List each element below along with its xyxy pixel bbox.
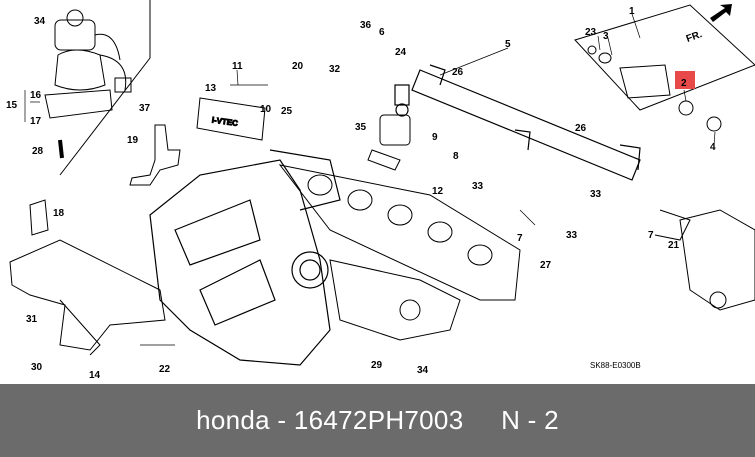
manifold-gasket-12	[278, 164, 521, 301]
callout-34a: 34	[34, 16, 46, 27]
front-direction-label: FR.	[685, 29, 704, 45]
callout-21: 21	[668, 240, 680, 251]
brand-name: honda	[196, 405, 270, 435]
callout-8: 8	[453, 151, 459, 162]
callout-18: 18	[53, 208, 65, 219]
callout-2: 2	[681, 78, 687, 89]
callout-10: 10	[260, 104, 272, 115]
callout-13: 13	[205, 83, 217, 94]
callout-31: 31	[26, 314, 38, 325]
callout-36: 36	[360, 20, 372, 31]
diagram-position: N - 2	[501, 405, 559, 435]
intake-manifold	[149, 149, 341, 366]
callout-14: 14	[89, 370, 101, 381]
callout-5: 5	[505, 39, 511, 50]
part-caption: honda - 16472PH7003 N - 2	[196, 405, 559, 436]
callout-29: 29	[371, 360, 383, 371]
fuel-rail-5	[394, 64, 641, 181]
pressure-regulator	[367, 114, 411, 171]
callout-15: 15	[6, 100, 18, 111]
callout-30: 30	[31, 362, 43, 373]
callout-33a: 33	[472, 181, 484, 192]
callout-37: 37	[139, 103, 151, 114]
callout-22: 22	[159, 364, 171, 375]
part-number: 16472PH7003	[293, 405, 464, 435]
fuel-injector	[574, 4, 755, 132]
callout-1: 1	[629, 6, 635, 17]
callout-33c: 33	[590, 189, 602, 200]
callout-20: 20	[292, 61, 304, 72]
emblem-plate-13: i-VTEC	[196, 97, 266, 141]
callout-9: 9	[432, 132, 438, 143]
callout-23: 23	[585, 27, 597, 38]
callout-19: 19	[127, 135, 139, 146]
callout-16: 16	[30, 90, 42, 101]
callout-7b: 7	[648, 230, 654, 241]
callout-26b: 26	[575, 123, 587, 134]
callout-25: 25	[281, 106, 293, 117]
callout-12: 12	[432, 186, 444, 197]
callout-33b: 33	[566, 230, 578, 241]
caption-separator: -	[269, 405, 294, 435]
callout-32: 32	[329, 64, 341, 75]
leader-lines	[24, 13, 716, 346]
callout-24: 24	[395, 47, 407, 58]
highlighted-part-box	[675, 71, 695, 89]
lower-manifold-flange	[329, 259, 461, 341]
callout-27: 27	[540, 260, 552, 271]
callout-3: 3	[603, 31, 609, 42]
callout-28: 28	[32, 146, 44, 157]
callout-17: 17	[30, 116, 42, 127]
exploded-parts-diagram: i-VTEC FR. 1 2 3 4 5 6 7 7 8 9 10 11 12	[6, 0, 755, 381]
callout-35: 35	[355, 122, 367, 133]
emblem-text: i-VTEC	[211, 116, 238, 129]
egr-valve-inset	[44, 0, 151, 176]
bracket-19	[129, 124, 181, 186]
part-callouts: 1 2 3 4 5 6 7 7 8 9 10 11 12 13 14 15 16…	[6, 6, 716, 381]
diagram-code: SK88-E0300B	[590, 361, 641, 370]
bracket-14	[9, 199, 166, 356]
callout-34b: 34	[417, 365, 429, 376]
part-footer-bar: honda - 16472PH7003 N - 2	[0, 384, 755, 457]
callout-26a: 26	[452, 67, 464, 78]
callout-6: 6	[379, 27, 385, 38]
front-direction-indicator: FR.	[685, 4, 732, 45]
callout-11: 11	[232, 61, 243, 72]
caption-spacer	[463, 405, 501, 435]
callout-7a: 7	[517, 233, 523, 244]
cylinder-head-outline	[654, 209, 755, 311]
callout-4: 4	[710, 142, 716, 153]
